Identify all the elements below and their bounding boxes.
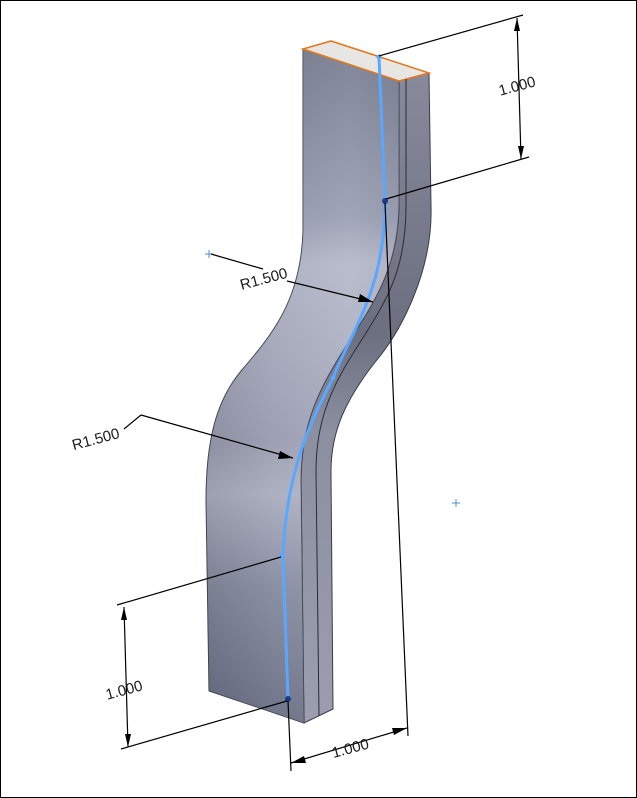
dim-lower-radius-label: R1.500	[70, 425, 121, 454]
dim-upper-radius-label: R1.500	[238, 265, 289, 294]
top-face	[300, 40, 432, 82]
front-face-shade	[206, 49, 399, 723]
side-inner-edge	[315, 79, 407, 717]
dim-offset-width-label: 1.000	[330, 736, 371, 762]
arc-center-marker-lower	[452, 499, 460, 507]
path-point-mid	[330, 375, 336, 381]
path-point-upper	[382, 198, 388, 204]
path-point-bottom	[285, 696, 291, 702]
dim-bottom-length-label: 1.000	[104, 677, 145, 703]
dim-top-length-label: 1.000	[497, 73, 538, 99]
